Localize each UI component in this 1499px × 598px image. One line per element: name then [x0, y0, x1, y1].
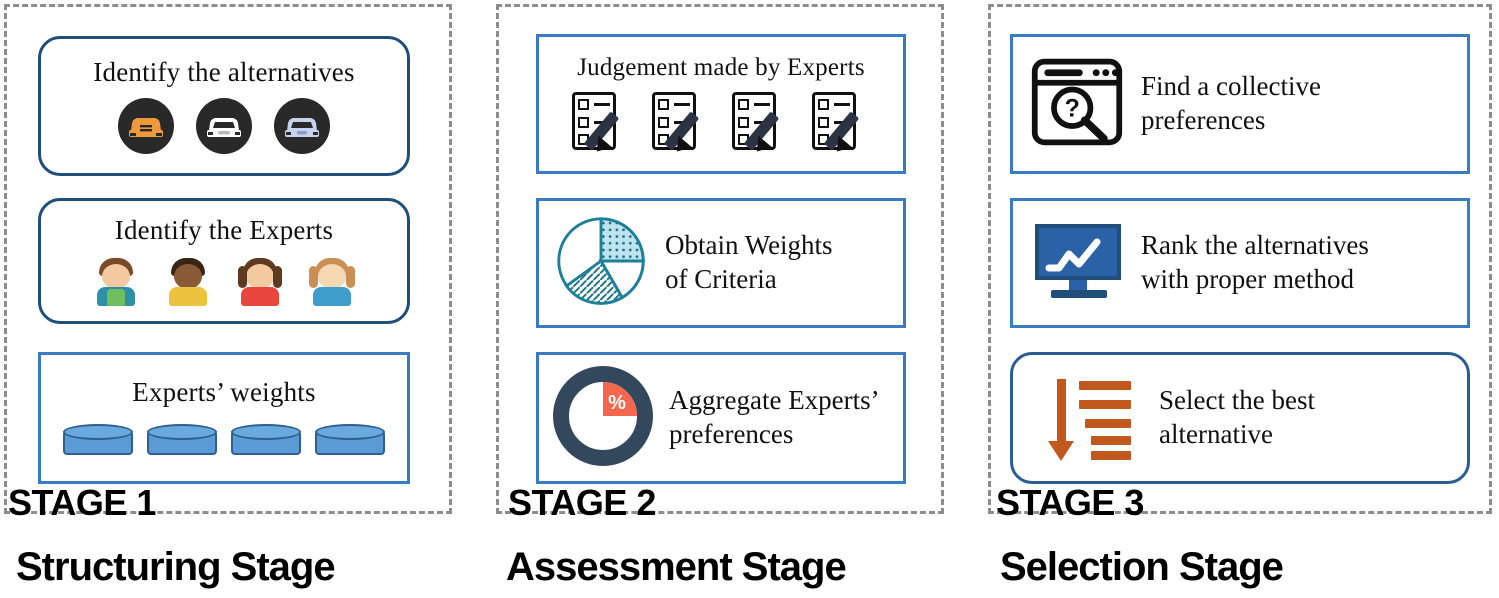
person-icon-girl-red [237, 256, 283, 306]
cylinder-weight-icon [63, 423, 133, 458]
card-text-line-2: preferences [1141, 105, 1266, 135]
stage-3-tag: STAGE 3 [996, 482, 1144, 523]
browser-search-icon: ? [1029, 54, 1125, 155]
card-text: Select the best alternative [1159, 384, 1315, 452]
card-title: Judgement made by Experts [577, 54, 865, 82]
card-title: Identify the Experts [114, 215, 334, 246]
card-text-line-2: preferences [669, 419, 794, 449]
stage-2-column: Judgement made by Experts [496, 4, 944, 523]
judgement-icon-row [539, 90, 903, 158]
card-title: Experts’ weights [132, 377, 316, 408]
card-text: Obtain Weights of Criteria [665, 229, 833, 297]
card-text-line-1: Obtain Weights [665, 230, 833, 261]
cylinder-weight-icon [231, 423, 301, 458]
card-text-line-2: alternative [1159, 419, 1273, 449]
card-identify-experts[interactable]: Identify the Experts [38, 198, 410, 324]
alternatives-icon-row [41, 97, 407, 154]
checklist-pencil-icon [650, 90, 712, 158]
caption-assessment-stage: Assessment Stage [506, 545, 847, 589]
car-icon-lavender [274, 97, 330, 154]
svg-text:?: ? [1065, 94, 1080, 122]
pie-chart-icon [553, 213, 649, 314]
caption-selection-stage: Selection Stage [1000, 545, 1284, 589]
checklist-pencil-icon [570, 90, 632, 158]
sort-descending-icon [1039, 375, 1131, 461]
card-find-collective-preferences[interactable]: ? Find a collective preferences [1010, 34, 1470, 174]
card-text-line-1: Rank the alternatives [1141, 230, 1369, 261]
card-text-line-2: with proper method [1141, 264, 1354, 294]
stage-1-column: Identify the alternatives [4, 4, 452, 523]
cylinder-weight-icon [147, 423, 217, 458]
person-icon-boy-brown [93, 256, 139, 306]
person-icon-girl-blonde [309, 256, 355, 306]
donut-percent-icon: % [553, 365, 653, 471]
stage-2-tag: STAGE 2 [508, 482, 656, 523]
card-text: Aggregate Experts’ preferences [669, 384, 880, 452]
svg-text:%: % [608, 392, 626, 414]
card-text-line-1: Aggregate Experts’ [669, 385, 880, 416]
cylinder-weight-icon [315, 423, 385, 458]
experts-icon-row [41, 256, 407, 306]
checklist-pencil-icon [810, 90, 872, 158]
card-text-line-1: Find a collective [1141, 71, 1321, 102]
card-experts-weights[interactable]: Experts’ weights [38, 352, 410, 484]
stage-3-column: ? Find a collective preferences Rank the… [988, 4, 1492, 523]
stage-1-tag: STAGE 1 [8, 482, 156, 523]
card-identify-alternatives[interactable]: Identify the alternatives [38, 36, 410, 176]
checklist-pencil-icon [730, 90, 792, 158]
monitor-chart-icon [1033, 224, 1125, 302]
card-rank-the-alternatives[interactable]: Rank the alternatives with proper method [1010, 198, 1470, 328]
card-text-line-2: of Criteria [665, 264, 777, 294]
card-judgement-made-by-experts[interactable]: Judgement made by Experts [536, 34, 906, 174]
card-aggregate-experts-preferences[interactable]: % Aggregate Experts’ preferences [536, 352, 906, 484]
card-select-the-best-alternative[interactable]: Select the best alternative [1010, 352, 1470, 484]
car-icon-orange [118, 97, 174, 154]
card-text-line-1: Select the best [1159, 385, 1315, 416]
car-icon-white [196, 97, 252, 154]
card-text: Find a collective preferences [1141, 70, 1321, 138]
card-title: Identify the alternatives [93, 57, 355, 88]
card-text: Rank the alternatives with proper method [1141, 229, 1369, 297]
person-icon-boy-dark [165, 256, 211, 306]
card-obtain-weights-of-criteria[interactable]: Obtain Weights of Criteria [536, 198, 906, 328]
caption-structuring-stage: Structuring Stage [16, 545, 336, 589]
weights-icon-row [41, 423, 407, 458]
